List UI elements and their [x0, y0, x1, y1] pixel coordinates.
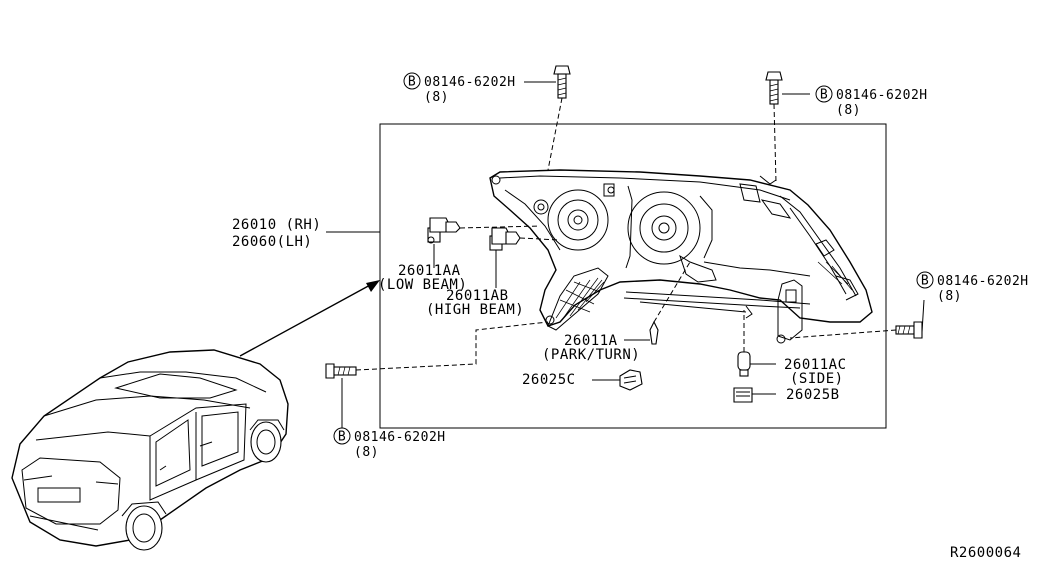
bolt-right-code: 08146-6202H	[937, 274, 1029, 289]
high-beam-code: 26011AB	[446, 288, 509, 304]
bolt-right-icon	[895, 321, 923, 339]
side-socket-icon	[733, 387, 753, 403]
park-turn-label: (PARK/TURN)	[542, 347, 640, 363]
bolt-top-left-code: 08146-6202H	[424, 75, 516, 90]
side-socket-code: 26025B	[786, 387, 840, 403]
assembly-lh-label: 26060(LH)	[232, 234, 312, 250]
side-bulb-label: (SIDE)	[790, 371, 844, 387]
bolt-bottom-icon	[325, 363, 357, 379]
low-beam-bulb-icon	[427, 217, 461, 244]
park-turn-code: 26011A	[564, 333, 618, 349]
side-bulb-icon	[737, 351, 751, 377]
bolt-marker-top-right-icon	[815, 85, 833, 103]
headlamp-housing-drawing	[489, 169, 873, 344]
bolt-top-left-icon	[553, 65, 571, 99]
bolt-marker-top-left: B	[408, 75, 416, 90]
assembly-rh-label: 26010 (RH)	[232, 217, 321, 233]
vehicle-rear-view-illustration	[11, 349, 289, 551]
park-socket-icon	[619, 369, 643, 391]
bolt-top-right-qty: (8)	[836, 103, 861, 118]
side-bulb-code: 26011AC	[784, 357, 847, 373]
bolt-marker-right: B	[921, 274, 929, 289]
assembly-frame	[379, 123, 887, 429]
bolt-top-left-qty: (8)	[424, 90, 449, 105]
bolt-top-right-code: 08146-6202H	[836, 88, 928, 103]
bolt-bottom-qty: (8)	[354, 445, 379, 460]
bolt-marker-bottom-icon	[333, 427, 351, 445]
diagram-id: R2600064	[950, 545, 1021, 561]
low-beam-label: (LOW BEAM)	[378, 277, 467, 293]
park-socket-code: 26025C	[522, 372, 576, 388]
bolt-marker-top-right: B	[820, 88, 828, 103]
high-beam-label: (HIGH BEAM)	[426, 302, 524, 318]
high-beam-bulb-icon	[489, 227, 521, 251]
bolt-top-right-icon	[765, 71, 783, 105]
bolt-marker-top-left-icon	[403, 72, 421, 90]
park-turn-bulb-icon	[649, 320, 659, 345]
bolt-right-qty: (8)	[937, 289, 962, 304]
low-beam-code: 26011AA	[398, 263, 461, 279]
bolt-bottom-code: 08146-6202H	[354, 430, 446, 445]
bolt-marker-bottom: B	[338, 430, 346, 445]
bolt-marker-right-icon	[916, 271, 934, 289]
